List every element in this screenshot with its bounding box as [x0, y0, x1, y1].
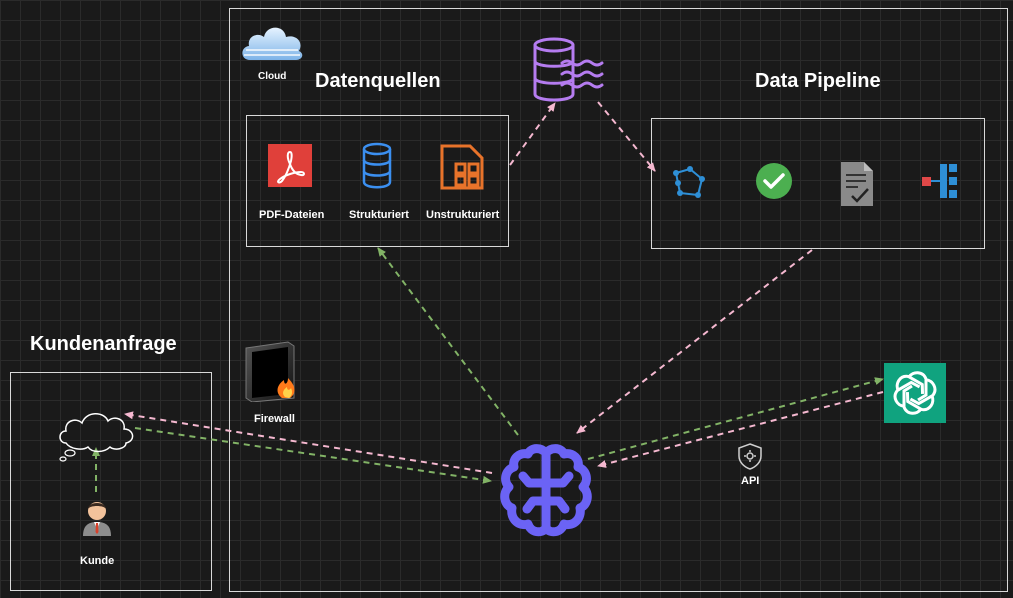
firewall-icon: [245, 341, 295, 402]
pdf-icon: [268, 144, 312, 187]
arrow-brain-to-openai: [587, 377, 884, 460]
database-icon: [362, 142, 392, 189]
kundenanfrage-box: [10, 372, 212, 591]
main-container: [229, 8, 1008, 592]
arrow-brain-to-datenquellen: [377, 247, 519, 436]
strukturiert-label: Strukturiert: [349, 209, 409, 221]
firewall-label: Firewall: [254, 413, 295, 425]
data-pipeline-title: Data Pipeline: [755, 70, 881, 92]
document-check-icon: [841, 162, 873, 206]
openai-icon: [890, 371, 940, 415]
brain-icon: [500, 444, 592, 537]
pdf-label: PDF-Dateien: [259, 209, 325, 221]
thought-bubble-icon: [59, 413, 134, 462]
arrow-datenquellen-to-lake: [509, 102, 556, 166]
data-pipeline-box: [651, 118, 985, 249]
datenquellen-box: [246, 115, 509, 247]
datenquellen-title: Datenquellen: [315, 70, 441, 92]
openai-logo: [884, 363, 946, 423]
arrow-brain-to-bubble: [124, 411, 493, 474]
person-icon: [83, 502, 111, 536]
arrow-openai-to-brain: [597, 391, 884, 468]
arrow-bubble-to-brain: [134, 427, 492, 484]
cloud-label: Cloud: [258, 71, 287, 82]
unstructured-icon: [440, 144, 484, 190]
cloud-icon: [242, 27, 303, 60]
hierarchy-icon: [922, 164, 957, 198]
api-label: API: [741, 475, 760, 487]
api-shield-icon: [738, 443, 762, 470]
unstrukturiert-label: Unstrukturiert: [426, 209, 500, 221]
check-circle-icon: [756, 163, 792, 199]
arrow-pipeline-to-brain: [576, 249, 813, 434]
arrow-lake-to-pipeline: [597, 101, 656, 172]
kunde-label: Kunde: [80, 555, 115, 567]
kundenanfrage-title: Kundenanfrage: [30, 333, 177, 355]
data-lake-icon: [533, 37, 604, 102]
graph-icon: [673, 166, 705, 198]
